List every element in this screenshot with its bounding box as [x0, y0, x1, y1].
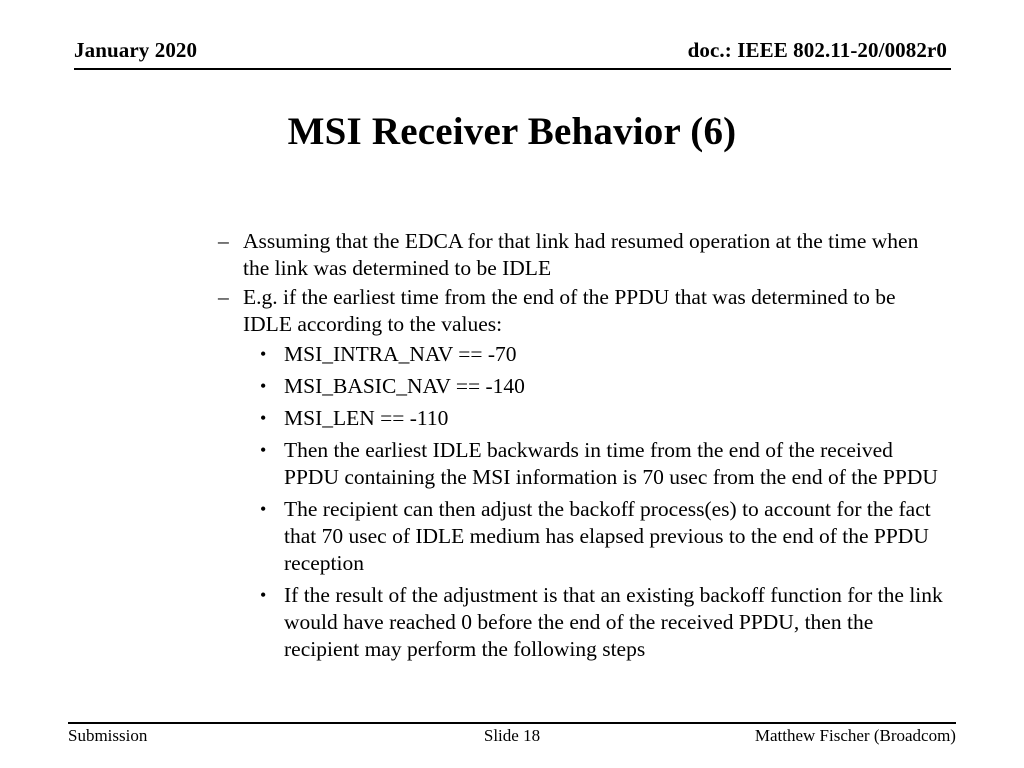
footer-divider: [68, 722, 956, 724]
round-bullet-icon: •: [260, 585, 267, 605]
header-date: January 2020: [74, 38, 198, 62]
bullet-list-level1: – Assuming that the EDCA for that link h…: [216, 228, 946, 663]
list-item: • The recipient can then adjust the back…: [255, 496, 946, 577]
footer-submission-label: Submission: [68, 726, 148, 745]
list-item: • MSI_BASIC_NAV == -140: [255, 373, 946, 400]
list-item-label: Assuming that the EDCA for that link had…: [243, 229, 919, 280]
footer-row: Submission Slide 18 Matthew Fischer (Bro…: [68, 726, 956, 746]
slide-body: – Assuming that the EDCA for that link h…: [216, 228, 946, 668]
page-title: MSI Receiver Behavior (6): [287, 110, 737, 153]
list-item: • MSI_INTRA_NAV == -70: [255, 341, 946, 368]
round-bullet-icon: •: [260, 499, 267, 519]
list-item-label: MSI_BASIC_NAV == -140: [284, 374, 525, 398]
list-item-label: E.g. if the earliest time from the end o…: [243, 285, 896, 336]
list-item-label: Then the earliest IDLE backwards in time…: [284, 438, 938, 489]
slide-footer: Submission Slide 18 Matthew Fischer (Bro…: [68, 722, 956, 754]
header-divider: [74, 68, 951, 70]
dash-bullet-icon: –: [218, 229, 229, 253]
header-row: January 2020 doc.: IEEE 802.11-20/0082r0: [74, 38, 951, 66]
list-item-label: MSI_INTRA_NAV == -70: [284, 342, 517, 366]
list-item: • Then the earliest IDLE backwards in ti…: [255, 437, 946, 491]
dash-bullet-icon: –: [218, 285, 229, 309]
round-bullet-icon: •: [260, 344, 267, 364]
list-item: • MSI_LEN == -110: [255, 405, 946, 432]
list-item-label: MSI_LEN == -110: [284, 406, 449, 430]
footer-slide-number: Slide 18: [483, 726, 541, 745]
header-document-id: doc.: IEEE 802.11-20/0082r0: [687, 38, 947, 62]
bullet-list-level2: • MSI_INTRA_NAV == -70 • MSI_BASIC_NAV =…: [216, 341, 946, 663]
list-item: • If the result of the adjustment is tha…: [255, 582, 946, 663]
round-bullet-icon: •: [260, 440, 267, 460]
list-item: – E.g. if the earliest time from the end…: [216, 284, 946, 338]
footer-author: Matthew Fischer (Broadcom): [754, 726, 956, 745]
round-bullet-icon: •: [260, 376, 267, 396]
slide-header: January 2020 doc.: IEEE 802.11-20/0082r0: [74, 38, 951, 72]
list-item-label: The recipient can then adjust the backof…: [284, 497, 931, 575]
list-item: – Assuming that the EDCA for that link h…: [216, 228, 946, 282]
bullet-list-level2-container: • MSI_INTRA_NAV == -70 • MSI_BASIC_NAV =…: [216, 341, 946, 663]
list-item-label: If the result of the adjustment is that …: [284, 583, 943, 661]
round-bullet-icon: •: [260, 408, 267, 428]
